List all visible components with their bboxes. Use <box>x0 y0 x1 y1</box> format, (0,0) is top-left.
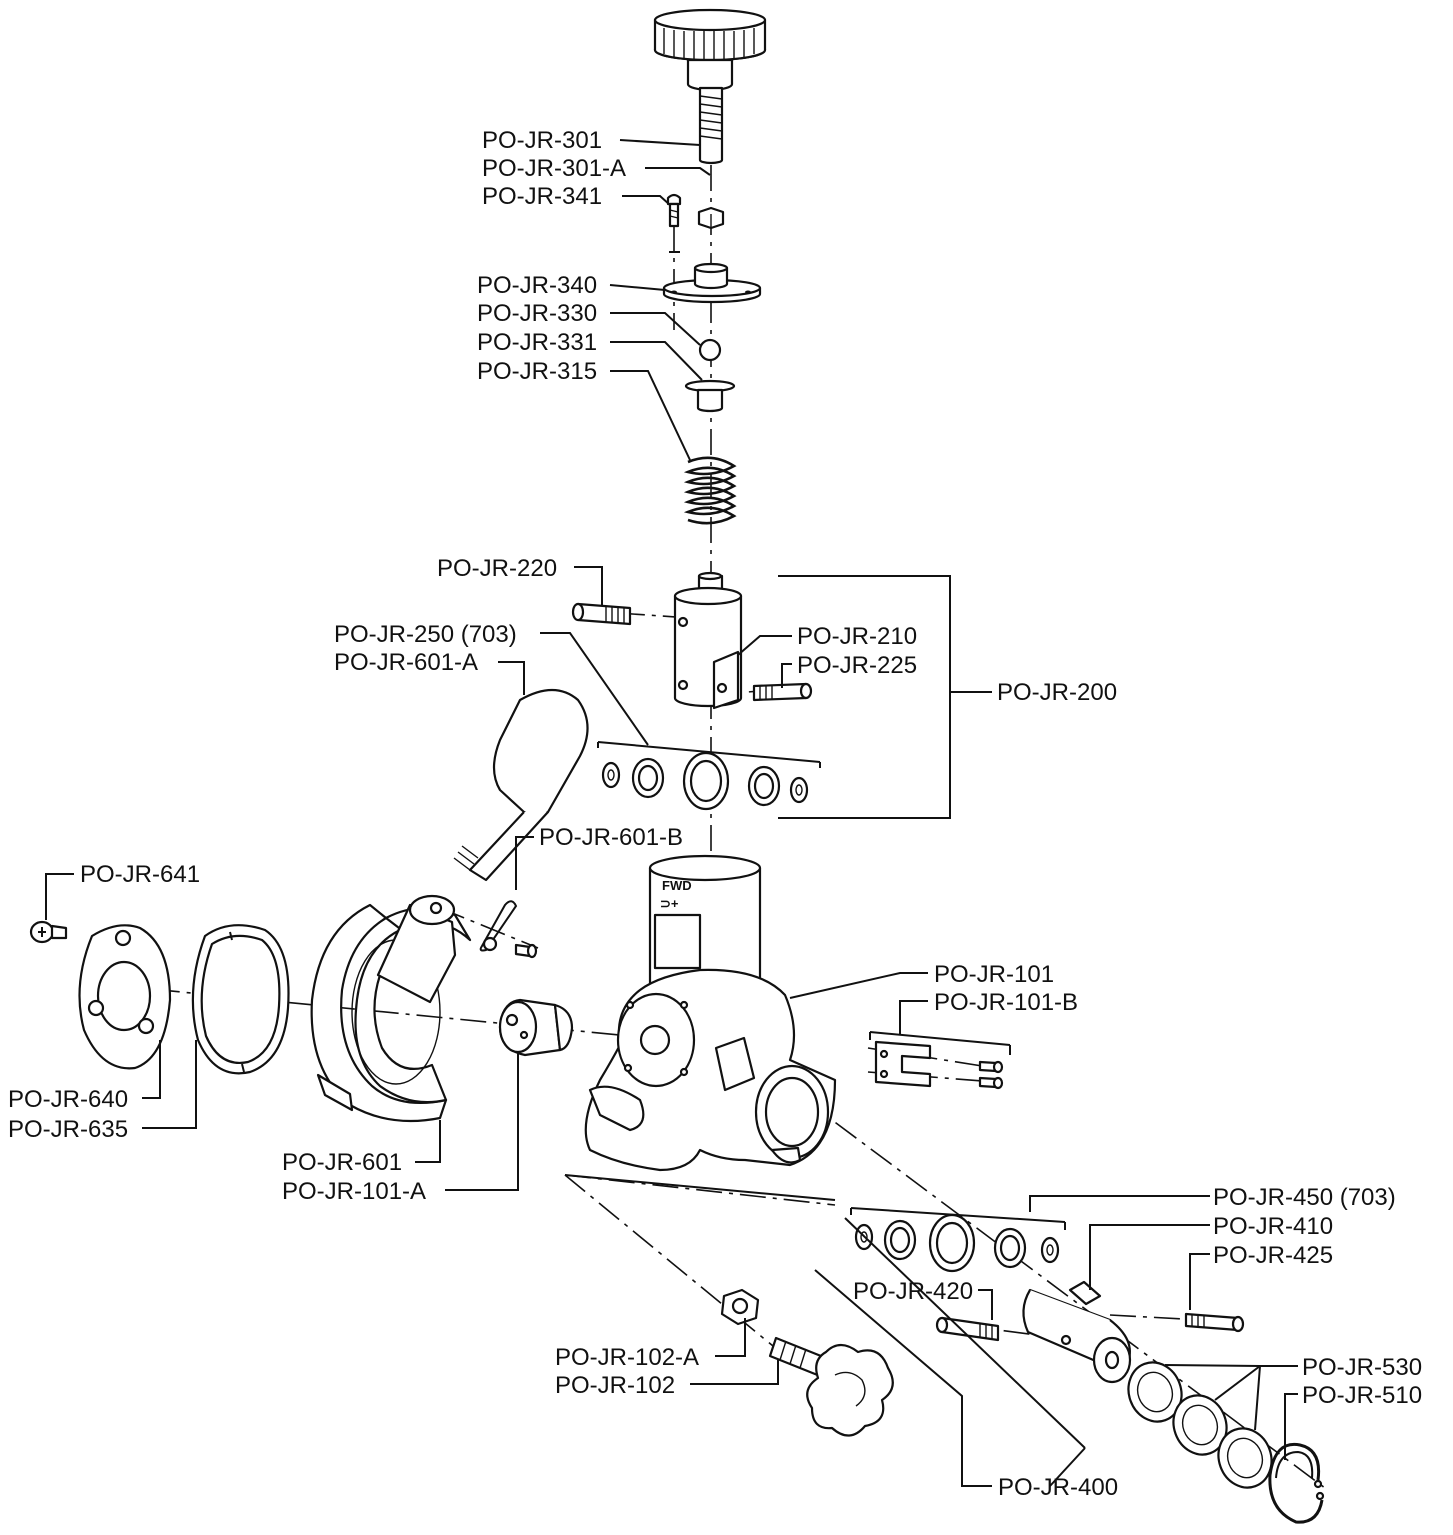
label-po-jr-220: PO-JR-220 <box>437 555 557 582</box>
label-po-jr-102: PO-JR-102 <box>555 1372 675 1399</box>
label-po-jr-101-b: PO-JR-101-B <box>934 989 1078 1016</box>
label-po-jr-101-a: PO-JR-101-A <box>282 1178 426 1205</box>
cover-plate-640-part <box>78 924 172 1070</box>
screw-641-part <box>29 920 68 944</box>
label-po-jr-315: PO-JR-315 <box>477 358 597 385</box>
retaining-ring-510-part <box>1268 1442 1325 1524</box>
bearing-set-450-part <box>850 1207 1066 1273</box>
label-po-jr-640: PO-JR-640 <box>8 1086 128 1113</box>
ball-part <box>698 338 722 362</box>
label-po-jr-341: PO-JR-341 <box>482 183 602 210</box>
label-po-jr-200: PO-JR-200 <box>997 679 1117 706</box>
pin-425-part <box>1184 1312 1245 1333</box>
label-po-jr-301: PO-JR-301 <box>482 127 602 154</box>
label-po-jr-410: PO-JR-410 <box>1213 1213 1333 1240</box>
label-po-jr-450: PO-JR-450 (703) <box>1213 1184 1396 1211</box>
pin-220-part <box>571 602 632 626</box>
leader-lines <box>45 139 1298 1487</box>
nut-102a-part <box>720 1288 760 1326</box>
bracket-101b-part <box>869 1031 1011 1090</box>
top-knob-part <box>653 8 767 165</box>
label-po-jr-601-b: PO-JR-601-B <box>539 824 683 851</box>
center-axes <box>109 165 1326 1489</box>
label-po-jr-510: PO-JR-510 <box>1302 1382 1422 1409</box>
part-labels: PO-JR-301 PO-JR-301-A PO-JR-341 PO-JR-34… <box>8 127 1422 1501</box>
label-po-jr-101: PO-JR-101 <box>934 961 1054 988</box>
label-po-jr-250: PO-JR-250 (703) <box>334 621 517 648</box>
main-body-101-part: FWD ⊃+ <box>584 854 837 1172</box>
label-po-jr-420: PO-JR-420 <box>853 1278 973 1305</box>
label-po-jr-425: PO-JR-425 <box>1213 1242 1333 1269</box>
label-po-jr-330: PO-JR-330 <box>477 300 597 327</box>
washers-530-part <box>1127 1361 1273 1489</box>
label-po-jr-601-a: PO-JR-601-A <box>334 649 478 676</box>
label-po-jr-340: PO-JR-340 <box>477 272 597 299</box>
small-screw-part <box>666 193 682 253</box>
label-po-jr-400: PO-JR-400 <box>998 1474 1118 1501</box>
handle-601a-part <box>453 689 589 882</box>
body-marking-bottom: ⊃+ <box>660 896 679 911</box>
knob-102-part <box>768 1336 894 1437</box>
cap-plate-part <box>662 262 762 304</box>
label-po-jr-641: PO-JR-641 <box>80 861 200 888</box>
bearing-block-410-part <box>1022 1280 1132 1384</box>
label-po-jr-301-a: PO-JR-301-A <box>482 155 626 182</box>
label-po-jr-530: PO-JR-530 <box>1302 1354 1422 1381</box>
valve-block-200-part <box>673 571 743 710</box>
label-po-jr-225: PO-JR-225 <box>797 652 917 679</box>
pin-225-part <box>752 682 813 702</box>
stem-nut-part <box>697 206 725 230</box>
body-marking-top: FWD <box>662 878 692 893</box>
gasket-635-part <box>191 924 290 1075</box>
label-po-jr-331: PO-JR-331 <box>477 329 597 356</box>
seat-part <box>684 379 736 413</box>
label-po-jr-102-a: PO-JR-102-A <box>555 1344 699 1371</box>
bearing-set-250-part <box>597 741 821 811</box>
label-po-jr-635: PO-JR-635 <box>8 1116 128 1143</box>
collar-101a-part <box>498 998 574 1057</box>
spring-clip-601b-part <box>479 900 538 959</box>
label-po-jr-601: PO-JR-601 <box>282 1149 402 1176</box>
selector-ring-601-part <box>310 894 472 1123</box>
label-po-jr-210: PO-JR-210 <box>797 623 917 650</box>
spring-part <box>683 456 737 525</box>
